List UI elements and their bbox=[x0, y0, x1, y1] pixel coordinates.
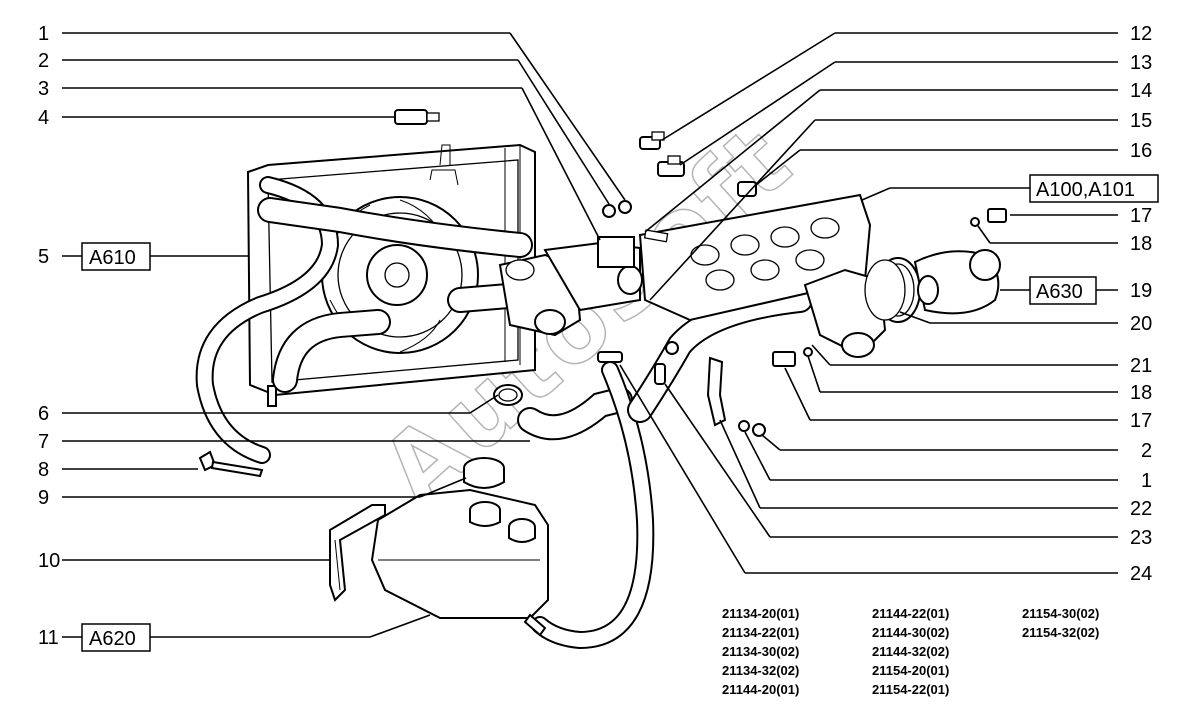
right-callouts: 12 13 14 15 16 17 18 19 20 21 18 17 2 1 … bbox=[1130, 23, 1152, 585]
ref-box-a100: A100,A101 bbox=[1029, 174, 1159, 203]
left-callouts: 1 2 3 4 5 6 7 8 9 10 11 bbox=[38, 23, 60, 649]
callout-22: 22 bbox=[1130, 498, 1152, 520]
temperature-sensor bbox=[394, 109, 440, 125]
model-code: 21154-30(02) bbox=[1022, 606, 1100, 621]
svg-text:A100,A101: A100,A101 bbox=[1036, 179, 1135, 201]
svg-text:A630: A630 bbox=[1036, 281, 1083, 303]
tank-strap bbox=[329, 504, 386, 602]
callout-16: 16 bbox=[1130, 140, 1152, 162]
leader-lines bbox=[62, 32, 1118, 638]
model-list: 21134-20(01) 21134-22(01) 21134-30(02) 2… bbox=[722, 604, 1142, 704]
callout-13: 13 bbox=[1130, 52, 1152, 74]
callout-23: 23 bbox=[1130, 527, 1152, 549]
callout-21: 21 bbox=[1130, 355, 1152, 377]
callout-10: 10 bbox=[38, 550, 60, 572]
callout-1b: 1 bbox=[1141, 470, 1152, 492]
callout-14: 14 bbox=[1130, 80, 1152, 102]
model-code: 21144-20(01) bbox=[722, 682, 800, 697]
callout-2: 2 bbox=[38, 50, 49, 72]
callout-18: 18 bbox=[1130, 233, 1152, 255]
model-code: 21134-22(01) bbox=[722, 625, 800, 640]
model-code: 21134-20(01) bbox=[722, 606, 800, 621]
thermostat-housing bbox=[498, 236, 643, 337]
model-code: 21154-32(02) bbox=[1022, 625, 1100, 640]
model-code: 21144-22(01) bbox=[872, 606, 950, 621]
ref-box-a620: A620 bbox=[62, 623, 151, 652]
callout-11: 11 bbox=[38, 627, 59, 649]
callout-7: 7 bbox=[38, 431, 49, 453]
callout-18b: 18 bbox=[1130, 382, 1152, 404]
expansion-tank-cap bbox=[463, 457, 505, 489]
callout-4: 4 bbox=[38, 107, 49, 129]
callout-12: 12 bbox=[1130, 23, 1152, 45]
expansion-tank bbox=[370, 488, 549, 637]
callout-15: 15 bbox=[1130, 110, 1152, 132]
callout-2b: 2 bbox=[1141, 440, 1152, 462]
model-code: 21154-22(01) bbox=[872, 682, 950, 697]
callout-19: 19 bbox=[1130, 280, 1152, 302]
callout-24: 24 bbox=[1130, 563, 1152, 585]
callout-9: 9 bbox=[38, 487, 49, 509]
ref-box-a610: A610 bbox=[62, 242, 151, 271]
callout-8: 8 bbox=[38, 459, 49, 481]
ref-box-a630: A630 bbox=[1029, 276, 1097, 305]
callout-17b: 17 bbox=[1130, 410, 1152, 432]
model-code: 21144-32(02) bbox=[872, 644, 950, 659]
callout-1: 1 bbox=[38, 23, 49, 45]
svg-text:A610: A610 bbox=[89, 247, 136, 269]
model-column-1: 21134-20(01) 21134-22(01) 21134-30(02) 2… bbox=[722, 604, 799, 699]
svg-text:A620: A620 bbox=[89, 628, 136, 650]
callout-17: 17 bbox=[1130, 205, 1152, 227]
model-code: 21144-30(02) bbox=[872, 625, 950, 640]
callout-5: 5 bbox=[38, 246, 49, 268]
drain-plug bbox=[198, 450, 264, 478]
model-code: 21134-32(02) bbox=[722, 663, 800, 678]
model-code: 21134-30(02) bbox=[722, 644, 800, 659]
callout-3: 3 bbox=[38, 78, 49, 100]
callout-20: 20 bbox=[1130, 313, 1152, 335]
model-column-3: 21154-30(02) 21154-32(02) bbox=[1022, 604, 1099, 642]
callout-6: 6 bbox=[38, 403, 49, 425]
fasteners bbox=[493, 131, 1007, 437]
model-column-2: 21144-22(01) 21144-30(02) 21144-32(02) 2… bbox=[872, 604, 949, 699]
model-code: 21154-20(01) bbox=[872, 663, 950, 678]
